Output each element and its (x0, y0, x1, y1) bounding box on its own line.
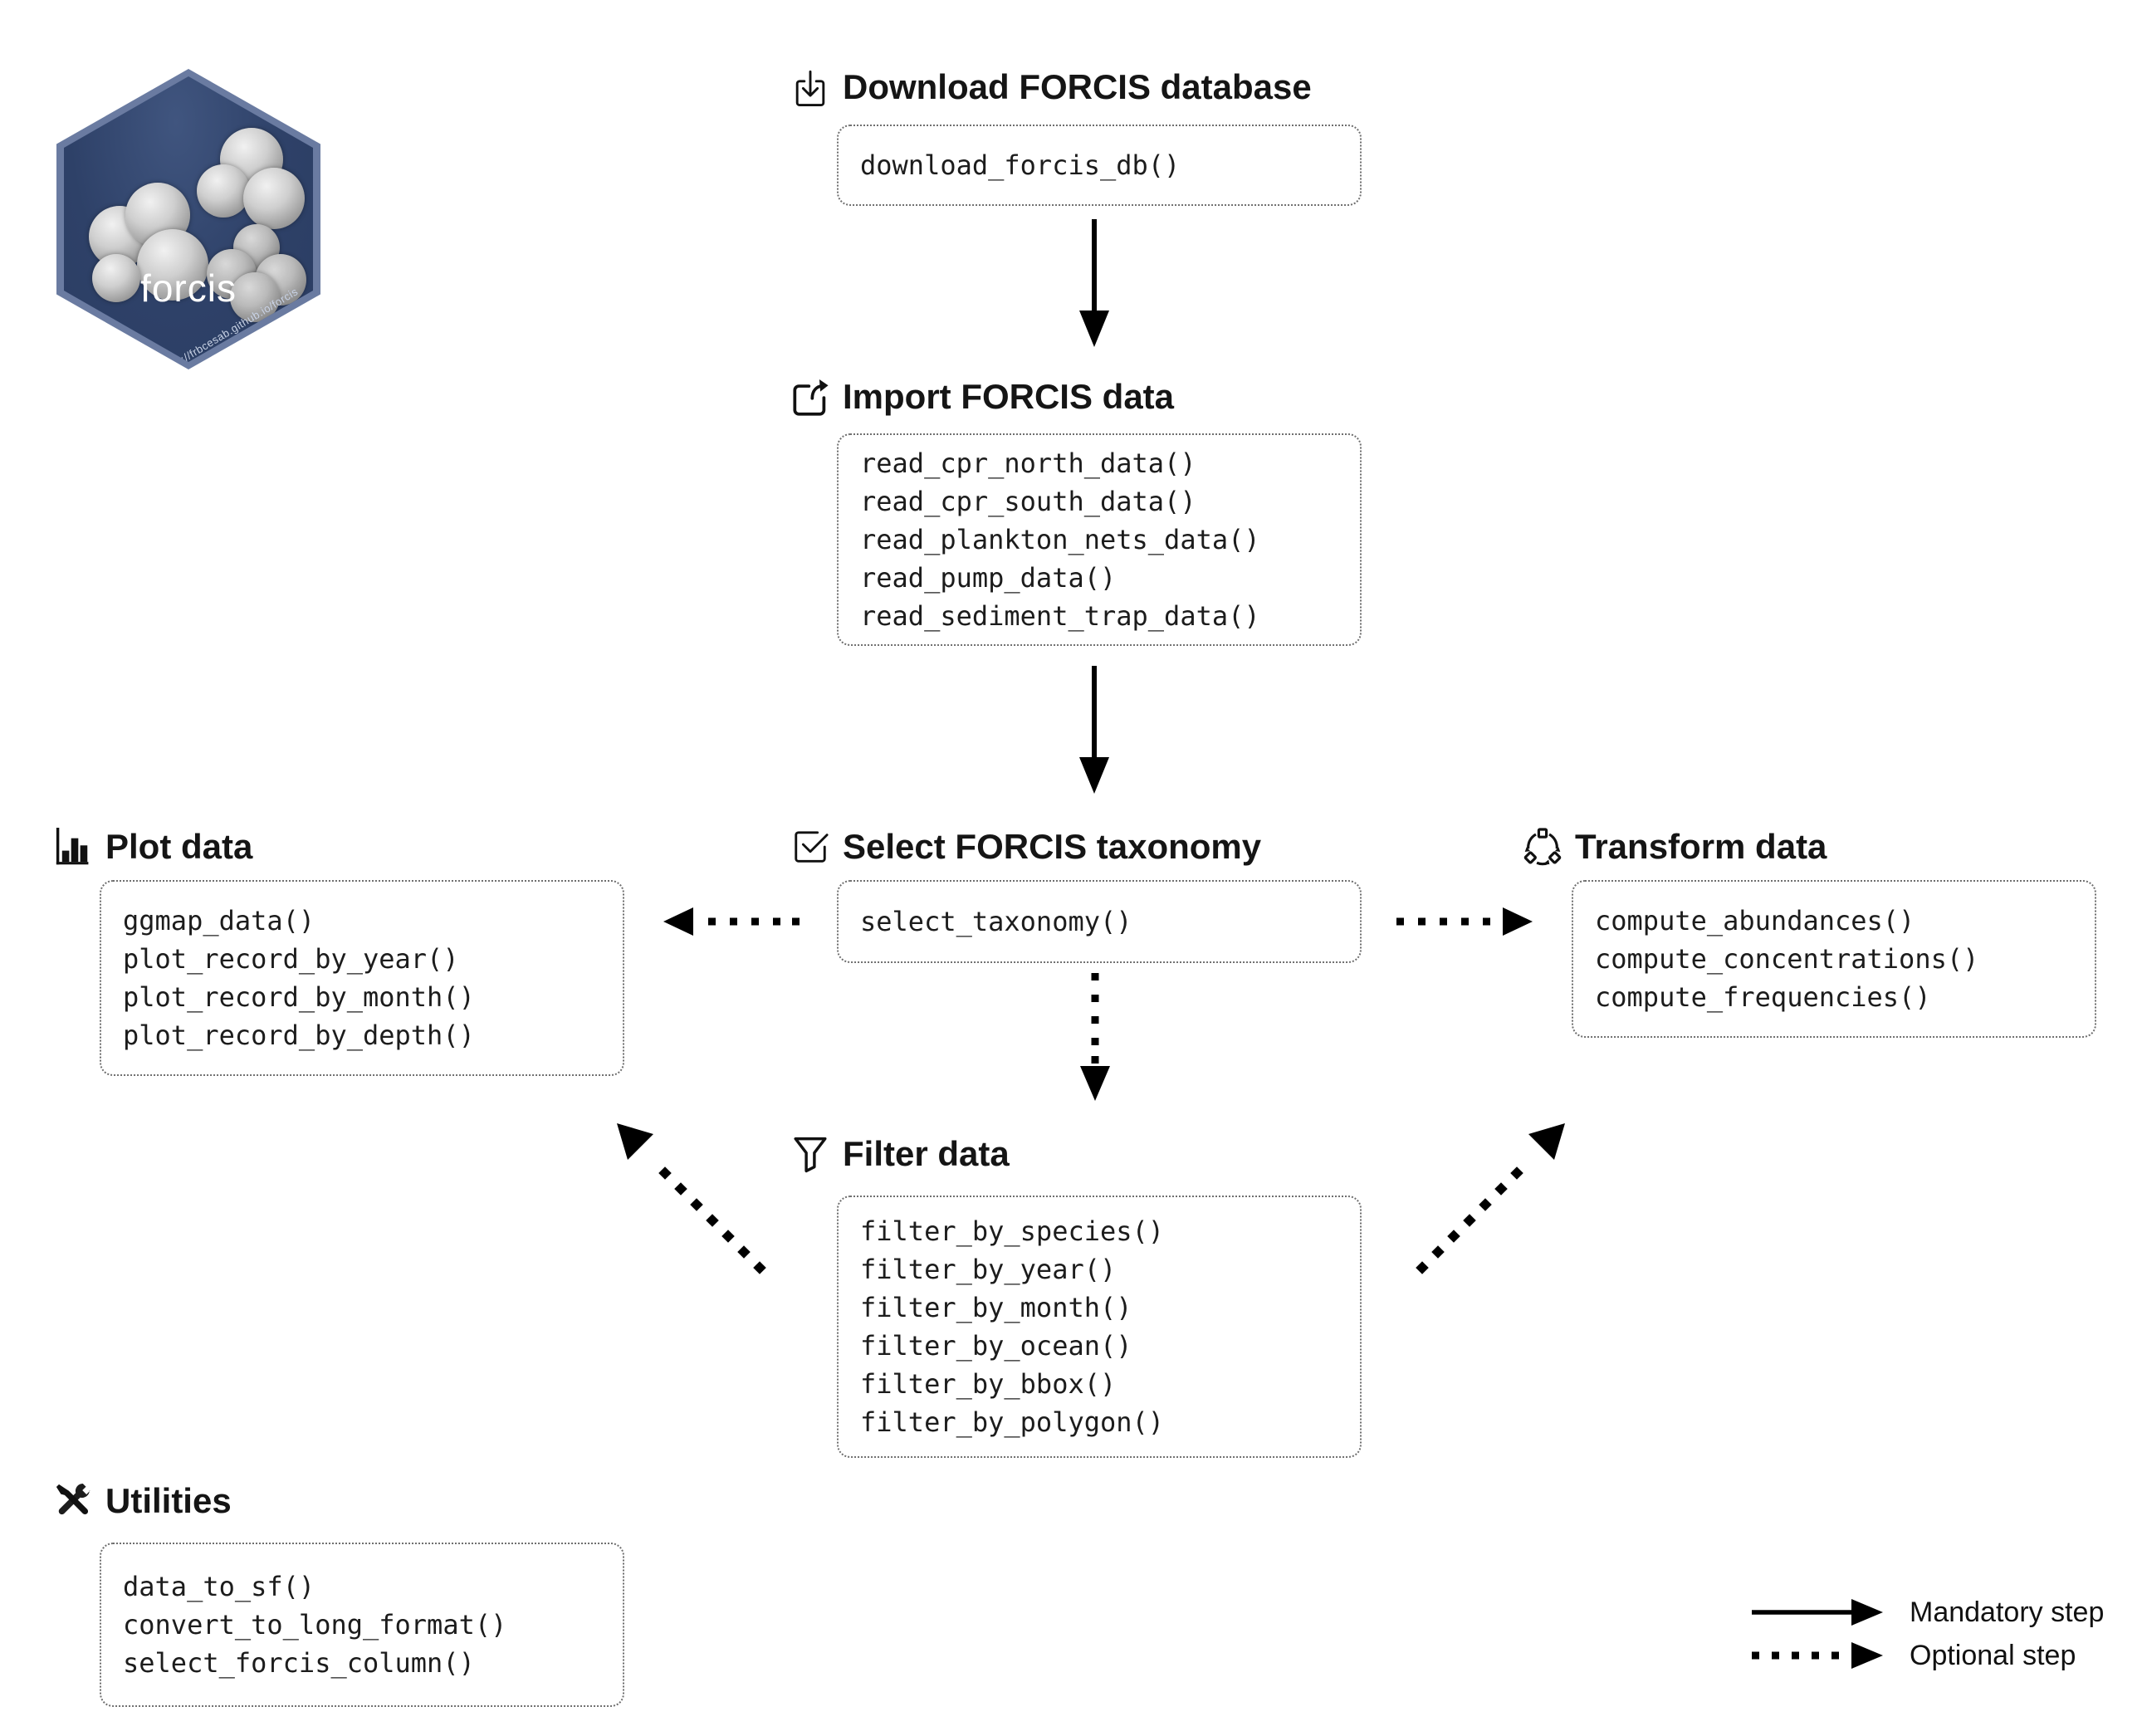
legend-mandatory: Mandatory step (1750, 1596, 2104, 1629)
function-name: convert_to_long_format() (123, 1609, 507, 1641)
solid-arrow-icon (1752, 1599, 1883, 1626)
optional-arrow-select-to-filter (1080, 973, 1110, 1101)
function-name: filter_by_year() (860, 1254, 1117, 1285)
tools-icon (56, 1484, 90, 1515)
function-name: ggmap_data() (123, 905, 315, 936)
download-functions-box: download_forcis_db() (837, 125, 1362, 206)
function-name: plot_record_by_year() (123, 943, 459, 975)
section-select-heading: Select FORCIS taxonomy (791, 824, 1261, 869)
section-transform-title: Transform data (1575, 827, 1827, 866)
function-name: read_cpr_south_data() (860, 486, 1196, 517)
function-name: read_plankton_nets_data() (860, 524, 1260, 555)
optional-arrow-filter-to-plot (617, 1123, 766, 1274)
filter-functions-box: filter_by_species() filter_by_year() fil… (837, 1196, 1362, 1458)
section-filter-heading: Filter data (791, 1132, 1010, 1176)
optional-arrow-select-to-plot (663, 907, 800, 936)
function-name: plot_record_by_month() (123, 981, 475, 1013)
checkbox-icon (795, 831, 829, 863)
import-functions-box: read_cpr_north_data() read_cpr_south_dat… (837, 433, 1362, 646)
transform-functions-box: compute_abundances() compute_concentrati… (1572, 880, 2096, 1038)
foraminifera-image-large (89, 183, 213, 307)
section-plot-title: Plot data (105, 827, 253, 866)
forcis-logo: forcis https://frbcesab.github.io/forcis (56, 69, 320, 369)
foraminifera-image-bottom (207, 224, 311, 328)
function-name: select_taxonomy() (860, 906, 1132, 937)
import-icon (793, 379, 829, 416)
function-name: read_cpr_north_data() (860, 447, 1196, 479)
section-utilities-heading: Utilities (54, 1479, 232, 1523)
function-name: read_sediment_trap_data() (860, 600, 1260, 632)
mandatory-arrow-download-to-import (1079, 219, 1109, 347)
section-plot-heading: Plot data (54, 824, 252, 869)
function-name: select_forcis_column() (123, 1647, 475, 1679)
plot-functions-box: ggmap_data() plot_record_by_year() plot_… (100, 880, 624, 1076)
function-name: filter_by_polygon() (860, 1406, 1165, 1438)
section-select-title: Select FORCIS taxonomy (843, 827, 1262, 866)
foraminifera-image-top (197, 128, 309, 240)
function-name: download_forcis_db() (860, 149, 1181, 181)
function-name: compute_abundances() (1595, 905, 1915, 936)
function-name: filter_by_bbox() (860, 1368, 1117, 1400)
function-name: data_to_sf() (123, 1571, 315, 1602)
function-name: compute_frequencies() (1595, 981, 1931, 1013)
legend-mandatory-label: Mandatory step (1910, 1597, 2105, 1628)
dotted-arrow-icon (1752, 1642, 1883, 1669)
optional-arrow-select-to-transform (1396, 907, 1533, 936)
cycle-icon (1523, 828, 1562, 866)
function-name: filter_by_month() (860, 1292, 1132, 1323)
function-name: compute_concentrations() (1595, 943, 1979, 975)
function-name: filter_by_ocean() (860, 1330, 1132, 1362)
section-download-title: Download FORCIS database (843, 67, 1312, 106)
mandatory-arrow-import-to-select (1079, 666, 1109, 794)
section-download-heading: Download FORCIS database (791, 65, 1312, 110)
bar-chart-icon (56, 828, 89, 865)
section-utilities-title: Utilities (105, 1481, 232, 1520)
section-transform-heading: Transform data (1523, 824, 1827, 869)
funnel-icon (794, 1137, 827, 1173)
section-filter-title: Filter data (843, 1134, 1010, 1173)
function-name: filter_by_species() (860, 1215, 1165, 1247)
select-functions-box: select_taxonomy() (837, 880, 1362, 963)
optional-arrow-filter-to-transform (1416, 1123, 1565, 1274)
legend-optional-label: Optional step (1910, 1640, 2076, 1671)
function-name: plot_record_by_depth() (123, 1020, 475, 1051)
function-name: read_pump_data() (860, 562, 1117, 594)
download-icon (795, 70, 825, 106)
section-import-heading: Import FORCIS data (791, 374, 1174, 419)
legend-optional: Optional step (1750, 1639, 2076, 1672)
logo-title: forcis (140, 267, 237, 310)
utilities-functions-box: data_to_sf() convert_to_long_format() se… (100, 1543, 624, 1707)
section-import-title: Import FORCIS data (843, 377, 1175, 416)
